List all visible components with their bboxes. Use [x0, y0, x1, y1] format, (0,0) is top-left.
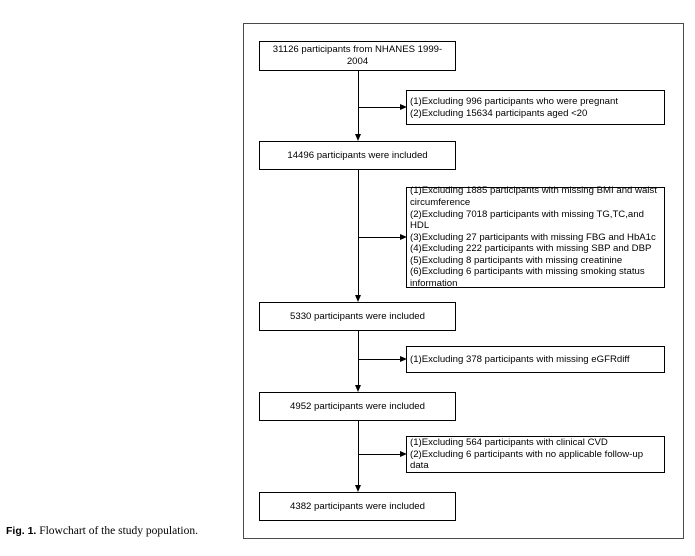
arrow-right-icon: [400, 356, 407, 362]
exclusion-1-item-1: (1)Excluding 996 participants who were p…: [410, 95, 618, 107]
branch-line-3: [358, 359, 402, 360]
branch-line-1: [358, 107, 402, 108]
exclusion-box-3: (1)Excluding 378 participants with missi…: [406, 346, 665, 373]
connector-line-4: [358, 421, 359, 485]
main-box-initial-text: 31126 participants from NHANES 1999-2004: [272, 44, 443, 67]
main-box-included-2-text: 5330 participants were included: [290, 310, 425, 322]
exclusion-2-item-6: (6)Excluding 6 participants with missing…: [410, 266, 645, 290]
main-box-included-3-text: 4952 participants were included: [290, 400, 425, 412]
arrow-down-icon: [355, 485, 361, 492]
exclusion-2-item-3: (3)Excluding 27 participants with missin…: [410, 231, 656, 243]
main-box-final-text: 4382 participants were included: [290, 500, 425, 512]
main-box-included-1-text: 14496 participants were included: [287, 149, 428, 161]
exclusion-box-1: (1)Excluding 996 participants who were p…: [406, 90, 665, 125]
exclusion-2-item-5: (5)Excluding 8 participants with missing…: [410, 254, 623, 266]
main-box-included-3: 4952 participants were included: [259, 392, 456, 421]
arrow-down-icon: [355, 385, 361, 392]
branch-line-2: [358, 237, 402, 238]
exclusion-4-item-2: (2)Excluding 6 participants with no appl…: [410, 448, 644, 472]
main-box-included-1: 14496 participants were included: [259, 141, 456, 170]
main-box-initial: 31126 participants from NHANES 1999-2004: [259, 41, 456, 71]
flowchart-frame: [243, 23, 684, 539]
exclusion-3-item-1: (1)Excluding 378 participants with missi…: [410, 353, 630, 365]
exclusion-2-item-2: (2)Excluding 7018 participants with miss…: [410, 208, 644, 232]
figure-caption-text: Flowchart of the study population.: [39, 525, 198, 537]
exclusion-box-4: (1)Excluding 564 participants with clini…: [406, 436, 665, 473]
arrow-right-icon: [400, 234, 407, 240]
exclusion-box-2: (1)Excluding 1885 participants with miss…: [406, 185, 665, 290]
main-box-included-2: 5330 participants were included: [259, 302, 456, 331]
connector-line-2: [358, 170, 359, 295]
figure-caption: Fig. 1. Flowchart of the study populatio…: [6, 525, 198, 537]
exclusion-4-item-1: (1)Excluding 564 participants with clini…: [410, 437, 608, 449]
exclusion-2-item-4: (4)Excluding 222 participants with missi…: [410, 243, 652, 255]
main-box-final: 4382 participants were included: [259, 492, 456, 521]
arrow-right-icon: [400, 451, 407, 457]
connector-line-1: [358, 71, 359, 134]
exclusion-2-item-1: (1)Excluding 1885 participants with miss…: [410, 185, 657, 208]
connector-line-3: [358, 331, 359, 385]
arrow-down-icon: [355, 134, 361, 141]
arrow-right-icon: [400, 104, 407, 110]
arrow-down-icon: [355, 295, 361, 302]
figure-caption-label: Fig. 1.: [6, 525, 37, 537]
exclusion-1-item-2: (2)Excluding 15634 participants aged <20: [410, 107, 588, 119]
branch-line-4: [358, 454, 402, 455]
